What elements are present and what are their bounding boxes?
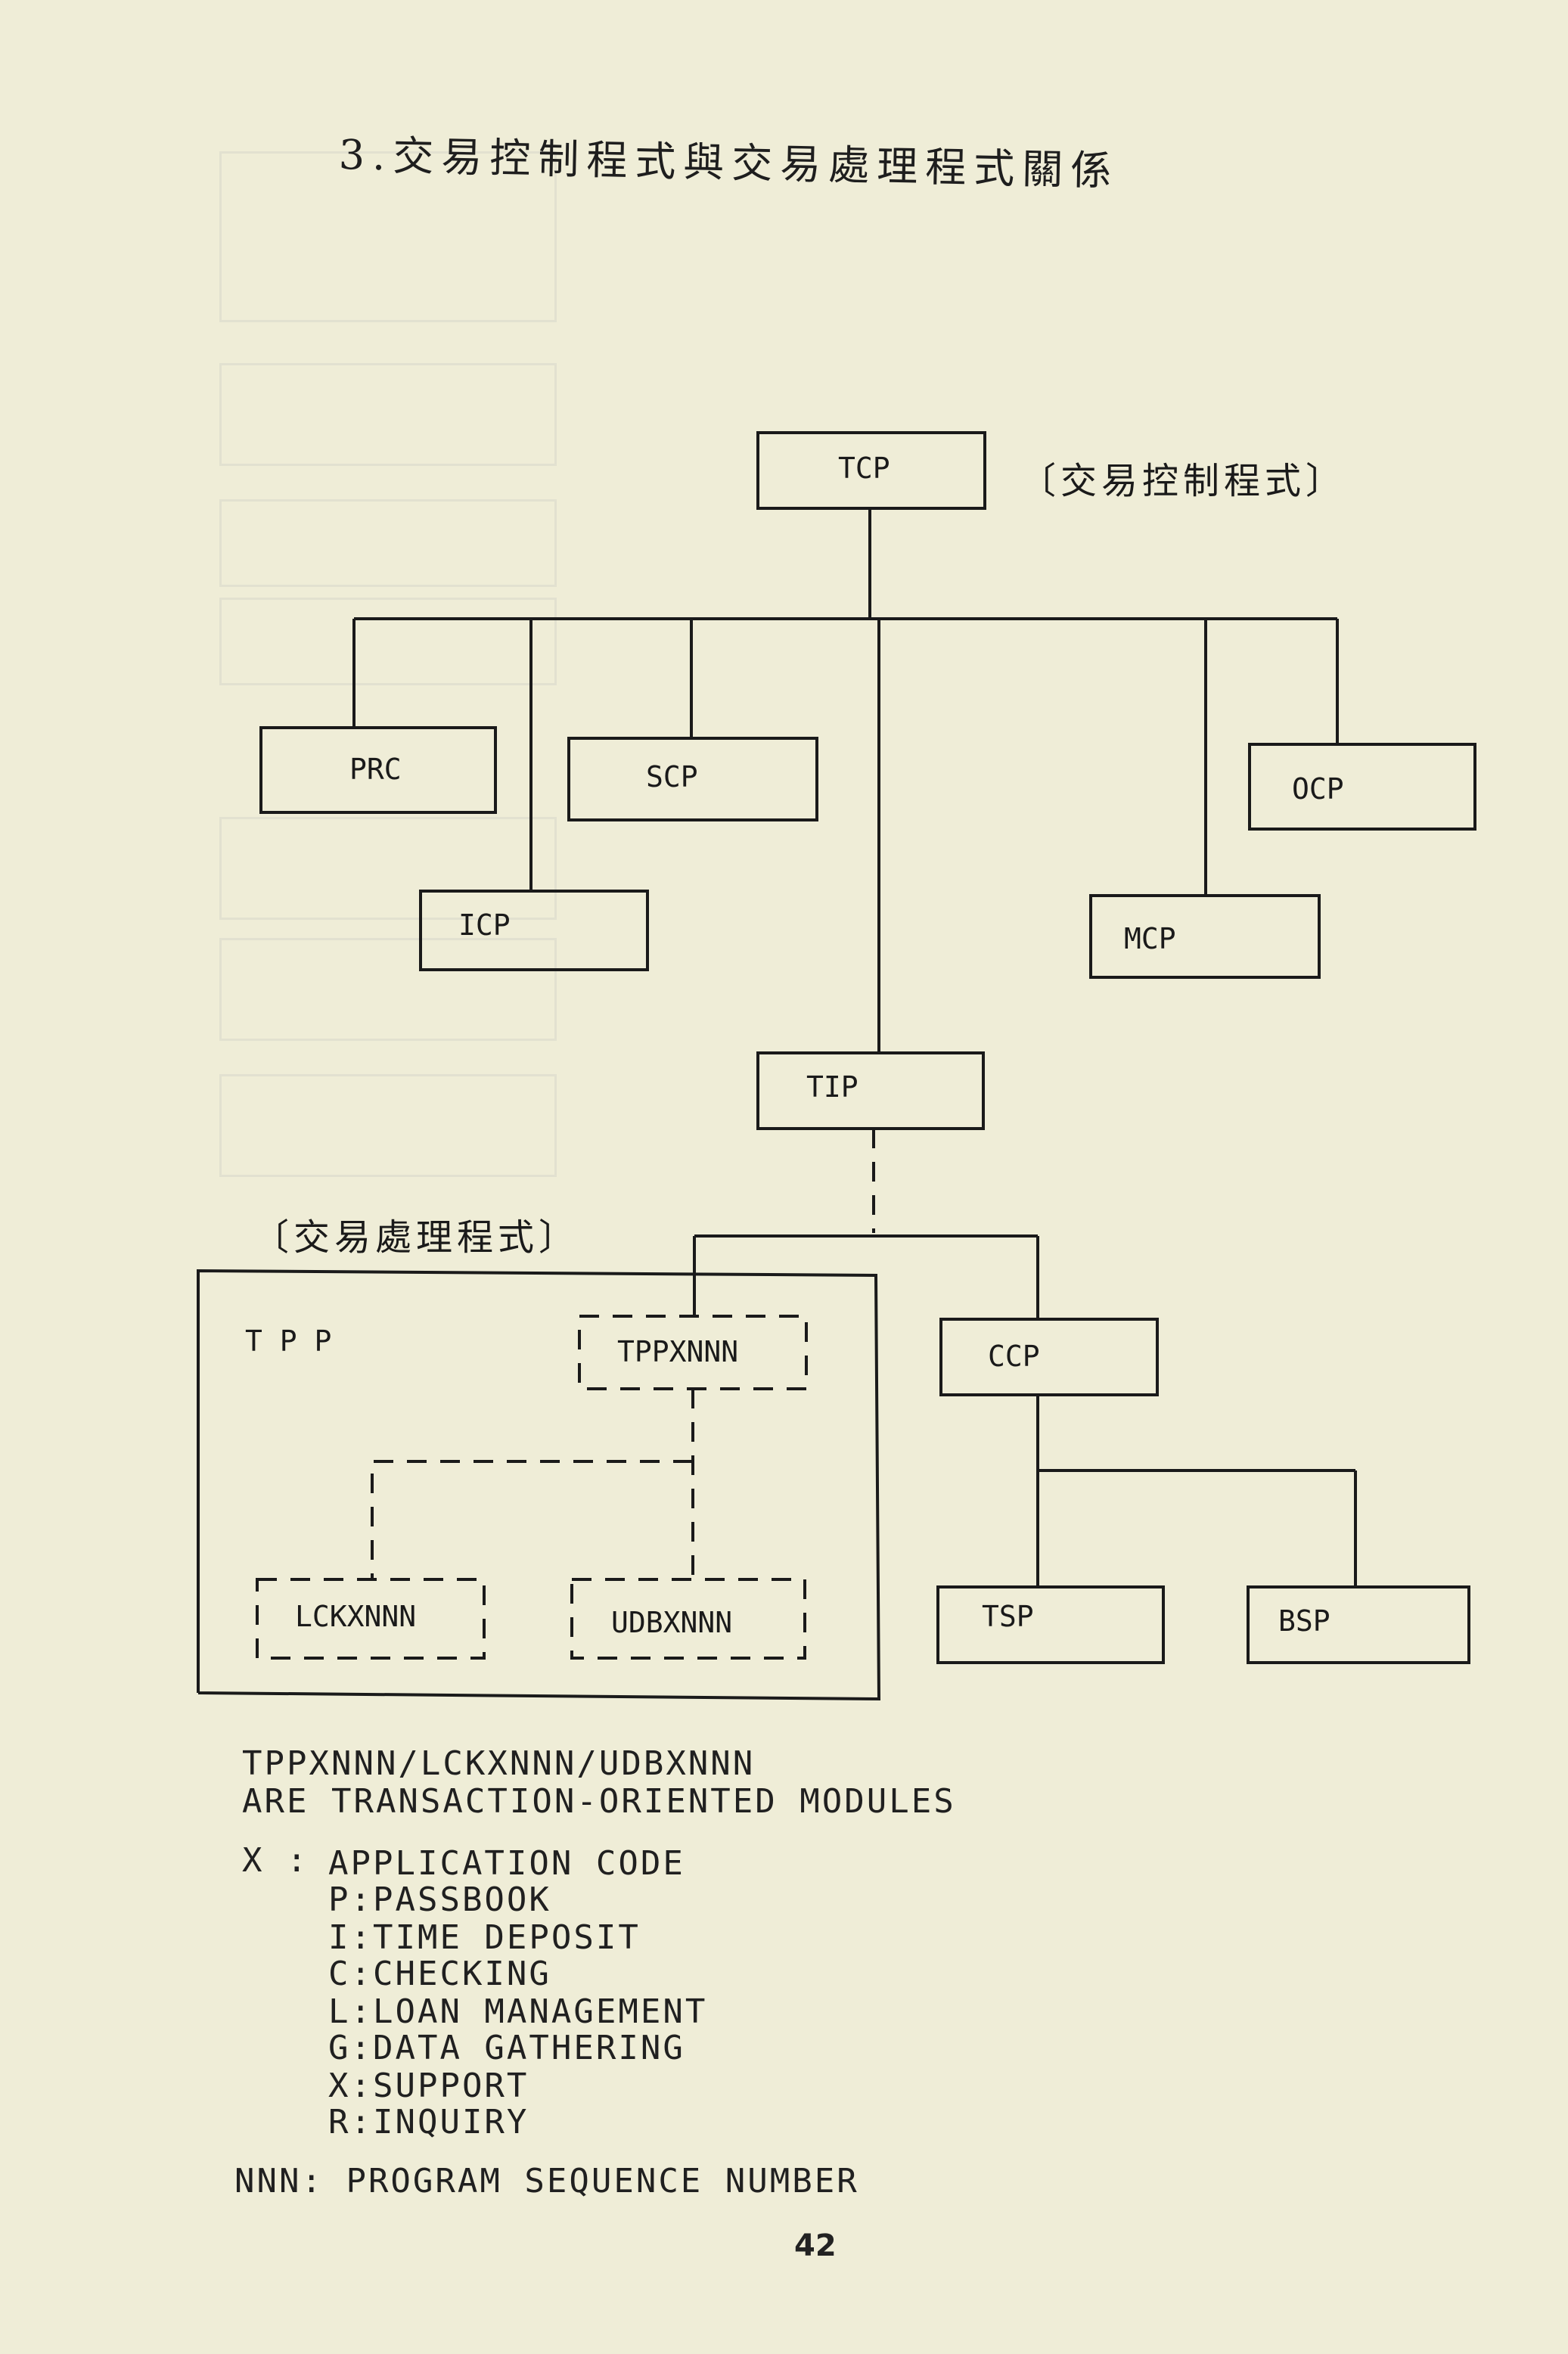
tip-box: [756, 1051, 985, 1130]
mcp-label: MCP: [1124, 922, 1176, 955]
show-through-box: [219, 363, 557, 466]
tpp-annotation: 〔交易處理程式〕: [253, 1216, 580, 1259]
show-through-box: [219, 151, 557, 322]
legend-nnn-line: NNN: PROGRAM SEQUENCE NUMBER: [234, 2162, 859, 2200]
icp-label: ICP: [458, 908, 511, 942]
legend-modules-line: TPPXNNN/LCKXNNN/UDBXNNN: [242, 1744, 756, 1783]
mcp-box: [1089, 894, 1321, 979]
scp-label: SCP: [646, 760, 698, 793]
tcp-annotation: 〔交易控制程式〕: [1020, 460, 1347, 502]
legend-x-description: APPLICATION CODE: [328, 1844, 685, 1883]
ocp-box: [1248, 743, 1476, 831]
show-through-box: [219, 1074, 557, 1177]
legend-code-item: L:LOAN MANAGEMENT: [328, 1992, 708, 2031]
legend-code-item: X:SUPPORT: [328, 2067, 529, 2105]
icp-box: [419, 890, 649, 971]
tsp-label: TSP: [982, 1600, 1034, 1633]
legend-code-item: R:INQUIRY: [328, 2103, 529, 2141]
tip-label: TIP: [806, 1070, 859, 1104]
udbxnnn-label: UDBXNNN: [611, 1606, 733, 1639]
scp-box: [567, 737, 818, 821]
udbxnnn-box: [570, 1578, 806, 1660]
prc-label: PRC: [349, 753, 402, 786]
tpp-container-label: T P P: [245, 1325, 332, 1358]
connector: [371, 1460, 693, 1579]
lckxnnn-label: LCKXNNN: [295, 1600, 417, 1633]
tpp-container: [197, 1269, 881, 1701]
tppxnnn-label: TPPXNNN: [617, 1335, 739, 1368]
show-through-box: [219, 938, 557, 1041]
prc-box: [259, 726, 497, 814]
tcp-label: TCP: [838, 452, 890, 485]
legend-code-item: I:TIME DEPOSIT: [328, 1918, 641, 1957]
legend-code-item: P:PASSBOOK: [328, 1880, 551, 1919]
legend-code-item: G:DATA GATHERING: [328, 2029, 685, 2067]
legend-code-item: C:CHECKING: [328, 1955, 551, 1993]
legend-x-prefix: X :: [242, 1841, 309, 1880]
ccp-label: CCP: [988, 1340, 1040, 1373]
legend-description-line: ARE TRANSACTION-ORIENTED MODULES: [242, 1782, 956, 1821]
show-through-box: [219, 817, 557, 920]
ccp-box: [939, 1318, 1159, 1396]
show-through-box: [219, 499, 557, 587]
bsp-label: BSP: [1278, 1604, 1330, 1638]
ocp-label: OCP: [1292, 772, 1344, 806]
bsp-box: [1247, 1585, 1470, 1664]
tsp-box: [936, 1585, 1165, 1664]
page-number: 42: [794, 2228, 837, 2263]
show-through-box: [219, 598, 557, 685]
